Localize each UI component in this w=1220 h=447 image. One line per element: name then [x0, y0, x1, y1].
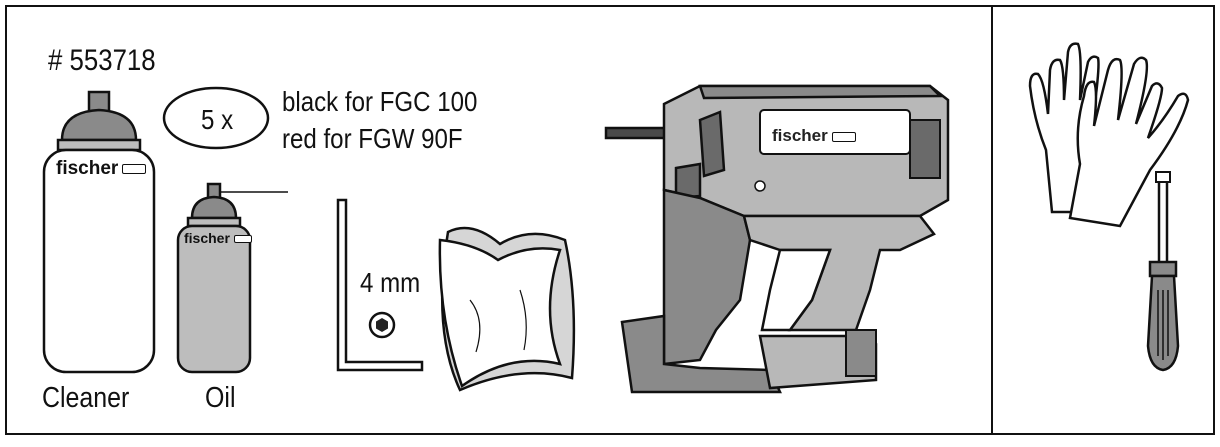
- brand-mark-icon: [233, 235, 252, 244]
- cleaner-label: Cleaner: [42, 382, 130, 414]
- gloves-icon: [1028, 42, 1190, 228]
- o-ring-icon: [162, 86, 270, 150]
- oil-can-icon: [176, 182, 288, 374]
- oil-label: Oil: [205, 382, 236, 414]
- oil-brand-text: fischer: [184, 230, 230, 246]
- gas-nailer-icon: [604, 84, 950, 394]
- cleaner-brand-text: fischer: [56, 158, 119, 179]
- ring-color-red: red for FGW 90F: [282, 123, 463, 154]
- article-number: # 553718: [48, 44, 156, 77]
- frame-border: [5, 5, 1215, 435]
- tool-brand-text: fischer: [772, 126, 828, 145]
- ring-quantity: 5 x: [201, 104, 234, 135]
- oil-brand-logo: fischer: [184, 230, 252, 246]
- hex-key-size: 4 mm: [360, 267, 421, 298]
- hex-key-icon: [336, 198, 424, 372]
- tool-brand-logo: fischer: [772, 126, 856, 146]
- cloth-icon: [438, 226, 576, 392]
- brand-mark-icon: [831, 131, 856, 142]
- cleaner-can-icon: [42, 90, 156, 374]
- cleaner-brand-logo: fischer: [56, 158, 147, 180]
- screwdriver-icon: [1146, 171, 1180, 372]
- brand-mark-icon: [122, 163, 147, 174]
- ring-color-black: black for FGC 100: [282, 86, 478, 117]
